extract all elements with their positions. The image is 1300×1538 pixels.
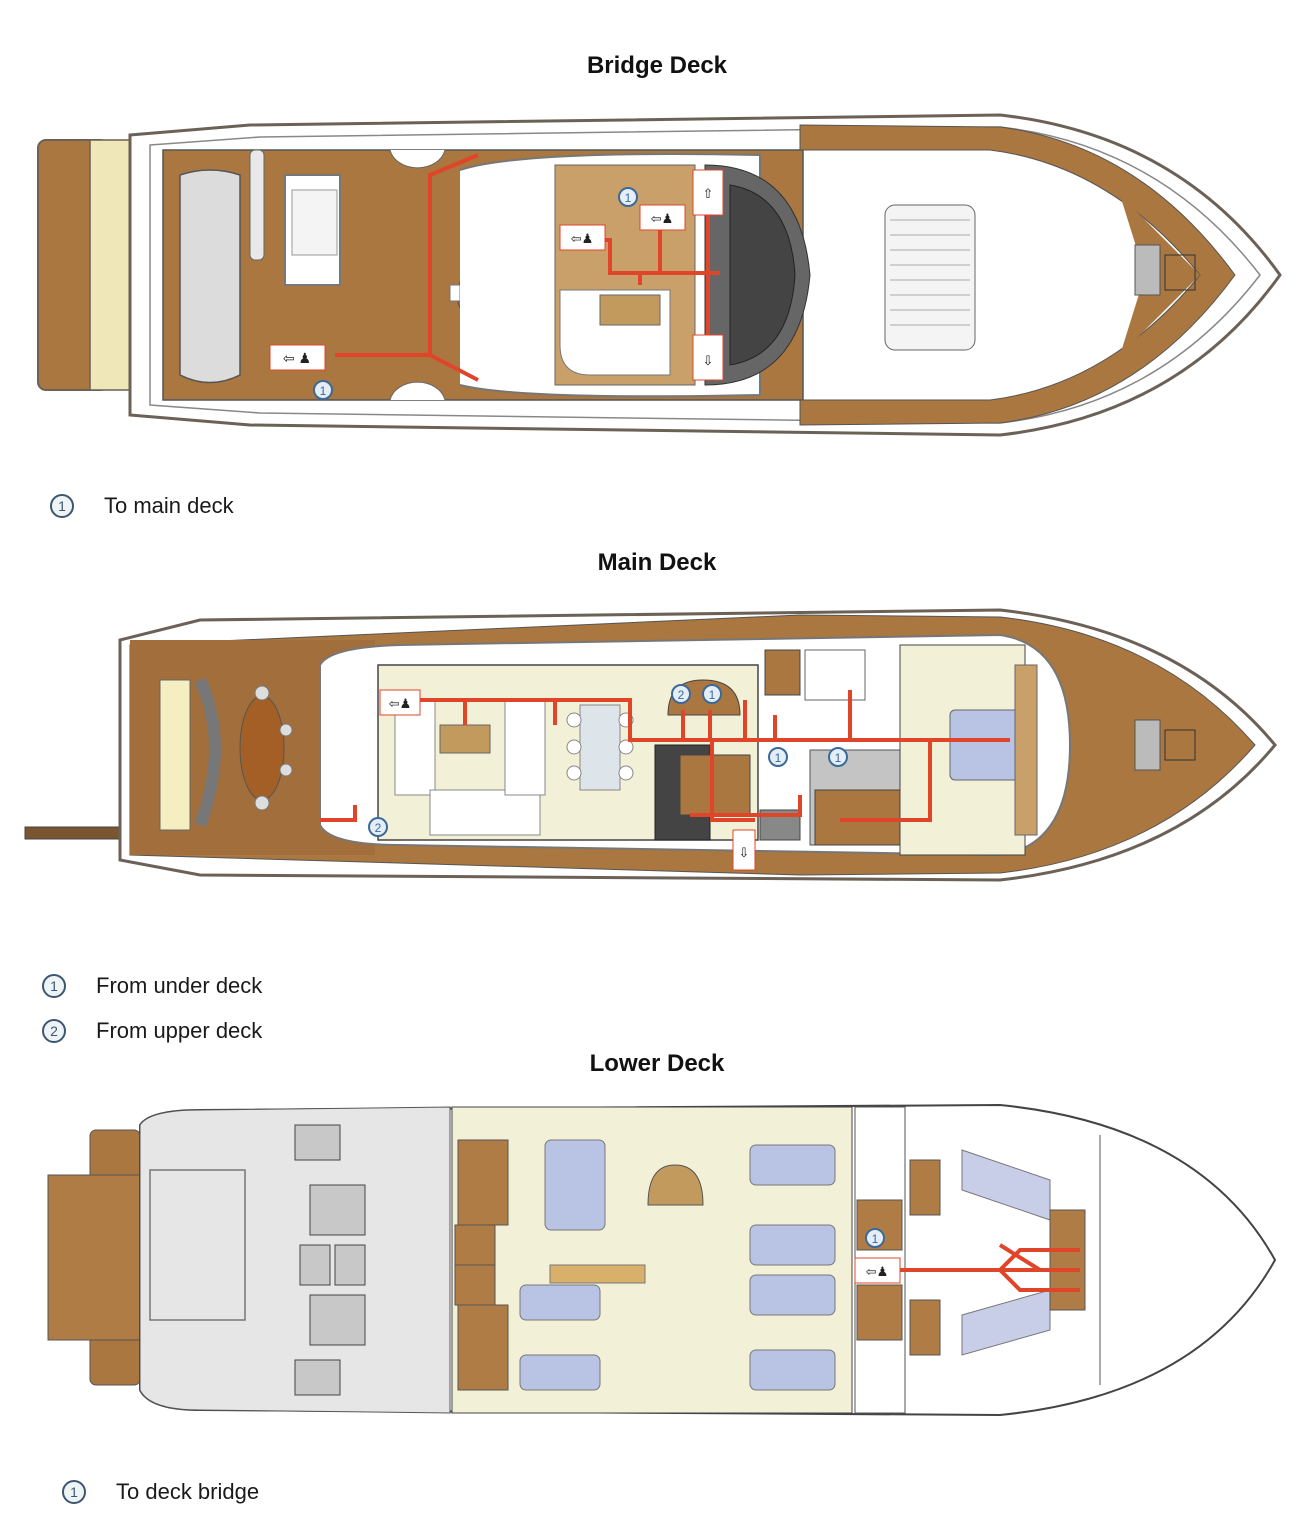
lower-deck-title: Lower Deck xyxy=(589,1050,725,1077)
svg-text:1: 1 xyxy=(775,751,782,765)
svg-text:1: 1 xyxy=(872,1232,879,1246)
marker-1-icon: 1 xyxy=(768,747,788,767)
marker-1-icon: 1 xyxy=(618,187,638,207)
marker-1-icon: 1 xyxy=(865,1228,885,1248)
legend-label: From upper deck xyxy=(96,1018,263,1043)
main-deck-title: Main Deck xyxy=(597,549,717,576)
marker-2-icon: 2 xyxy=(671,684,691,704)
exit-sign-icon: ⇦♟ xyxy=(379,689,421,716)
svg-text:1: 1 xyxy=(709,688,716,702)
svg-text:⇦♟: ⇦♟ xyxy=(571,231,594,246)
marker-1-icon: 1 xyxy=(42,974,66,998)
tender-icon xyxy=(179,169,241,384)
marker-2-icon: 2 xyxy=(42,1019,66,1043)
svg-text:1: 1 xyxy=(625,191,632,205)
bridge-legend-item-1: 1 To main deck xyxy=(50,493,234,519)
exit-sign-icon: ⇦♟ xyxy=(854,1257,901,1284)
exit-sign-icon: ⇦♟ xyxy=(639,204,686,231)
exit-sign-icon: ⇦ ♟ xyxy=(269,344,326,371)
svg-text:⇩: ⇩ xyxy=(703,353,714,368)
main-legend-item-2: 2 From upper deck xyxy=(42,1018,262,1044)
svg-text:2: 2 xyxy=(678,688,685,702)
exit-sign-icon: ⇧ xyxy=(692,169,724,216)
legend-label: From under deck xyxy=(96,973,263,998)
main-deck-plan: ⇦♟ ⇩ 2 1 1 1 2 xyxy=(24,608,1277,882)
lower-legend-item-1: 1 To deck bridge xyxy=(62,1479,259,1505)
marker-1-icon: 1 xyxy=(313,380,333,400)
marker-1-icon: 1 xyxy=(50,494,74,518)
legend-label: To deck bridge xyxy=(116,1479,260,1504)
marker-1-icon: 1 xyxy=(702,684,722,704)
main-legend-item-1: 1 From under deck xyxy=(42,973,262,999)
svg-text:⇦ ♟: ⇦ ♟ xyxy=(283,350,311,366)
exit-sign-icon: ⇩ xyxy=(732,829,756,871)
svg-text:1: 1 xyxy=(835,751,842,765)
marker-1-icon: 1 xyxy=(828,747,848,767)
exit-sign-icon: ⇦♟ xyxy=(559,224,606,251)
svg-text:2: 2 xyxy=(375,821,382,835)
lower-deck-plan: ⇦♟ 1 xyxy=(47,1103,1277,1417)
bridge-deck-plan: ⇦ ♟ ⇦♟ ⇦♟ ⇧ ⇩ 1 1 xyxy=(37,113,1282,437)
svg-text:⇦♟: ⇦♟ xyxy=(866,1264,889,1279)
svg-text:⇦♟: ⇦♟ xyxy=(651,211,674,226)
legend-label: To main deck xyxy=(104,493,234,518)
marker-1-icon: 1 xyxy=(62,1480,86,1504)
svg-text:⇧: ⇧ xyxy=(703,186,714,201)
svg-text:⇦♟: ⇦♟ xyxy=(389,696,412,711)
bridge-deck-title: Bridge Deck xyxy=(586,52,728,79)
exit-sign-icon: ⇩ xyxy=(692,334,724,381)
svg-text:⇩: ⇩ xyxy=(739,845,750,860)
svg-text:1: 1 xyxy=(320,384,327,398)
marker-2-icon: 2 xyxy=(368,817,388,837)
